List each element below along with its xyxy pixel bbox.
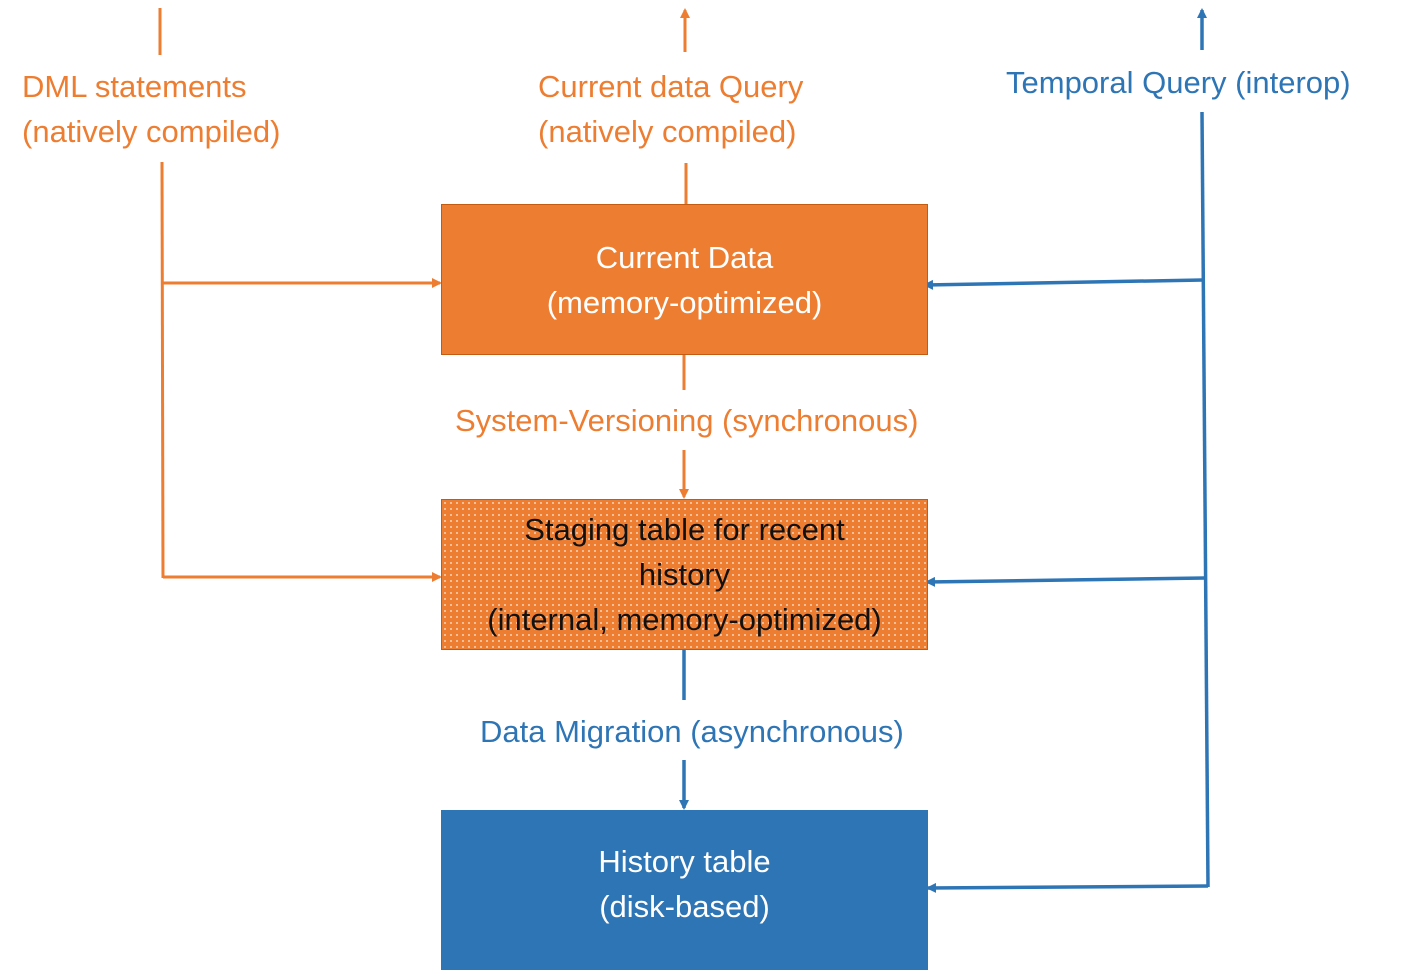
dml-label-line2: (natively compiled) bbox=[22, 114, 281, 149]
current-data-box: Current Data (memory-optimized) bbox=[441, 204, 928, 355]
staging-table-title-line2: history bbox=[638, 557, 731, 592]
system-versioning-label: System-Versioning (synchronous) bbox=[455, 403, 919, 438]
temporal-to-staging-arrow bbox=[925, 576, 1206, 587]
current-data-subtitle: (memory-optimized) bbox=[546, 284, 823, 320]
dml-label-line1: DML statements bbox=[22, 69, 247, 104]
current-data-title: Current Data bbox=[595, 239, 774, 275]
temporal-query-label: Temporal Query (interop) bbox=[1006, 65, 1351, 100]
data-migration-label: Data Migration (asynchronous) bbox=[480, 714, 904, 749]
staging-table-title-line1: Staging table for recent bbox=[524, 512, 845, 547]
current-query-label-line1: Current data Query bbox=[538, 69, 804, 104]
history-table-title: History table bbox=[598, 844, 771, 879]
temporal-to-current-arrow bbox=[923, 278, 1204, 290]
history-table-subtitle: (disk-based) bbox=[599, 889, 770, 924]
temporal-to-history-arrow bbox=[926, 882, 1209, 893]
staging-table-box: Staging table for recent history (intern… bbox=[441, 499, 928, 650]
history-table-box: History table (disk-based) bbox=[441, 810, 928, 970]
temporal-vertical-line bbox=[1200, 111, 1210, 888]
dml-vertical-line bbox=[160, 161, 165, 579]
current-query-label-line2: (natively compiled) bbox=[538, 114, 797, 149]
staging-table-subtitle: (internal, memory-optimized) bbox=[487, 602, 882, 637]
